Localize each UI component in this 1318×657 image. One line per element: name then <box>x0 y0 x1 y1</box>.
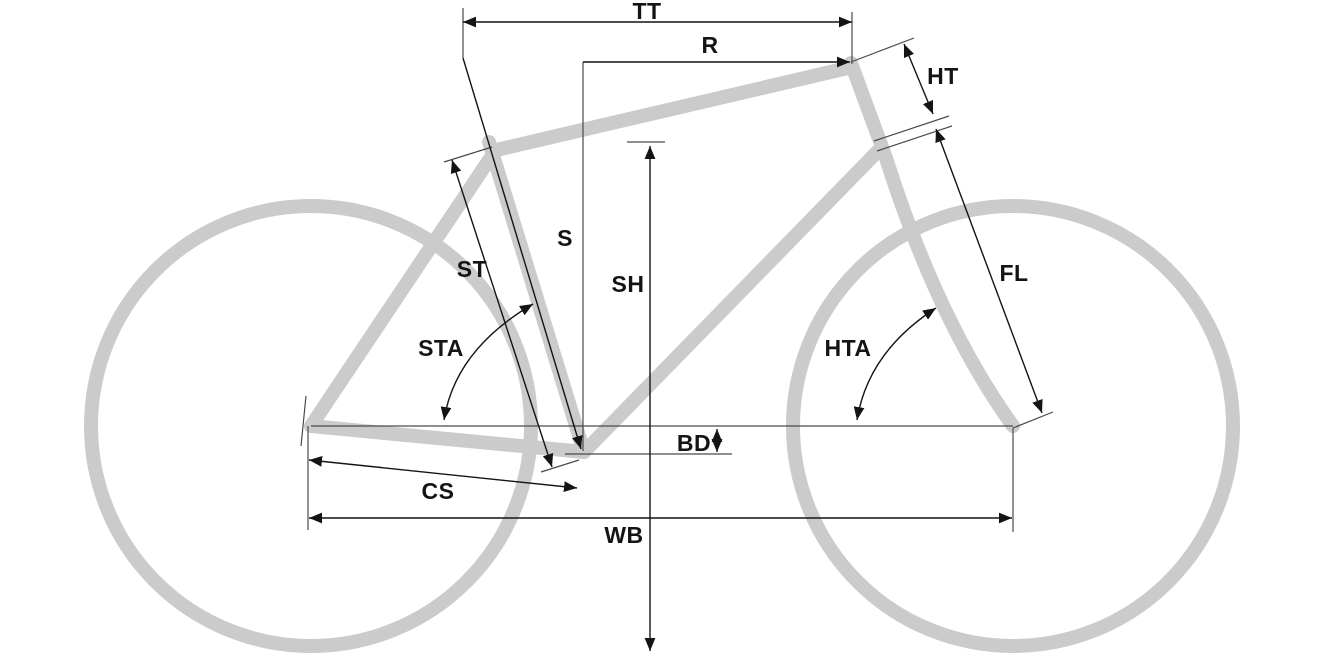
rear-dropout-tick <box>300 395 307 447</box>
seat-tube-label: ST <box>457 256 487 282</box>
fork-crown-tick-2 <box>876 125 953 152</box>
fork-length-dimension <box>935 128 1043 414</box>
fork-crown-tick-1 <box>873 115 950 142</box>
down-tube <box>577 144 885 459</box>
front-dropout-tick <box>1012 411 1054 429</box>
head-tube-angle-arc <box>853 307 937 421</box>
fork-blade <box>879 151 1020 433</box>
seat-tube-angle-label: STA <box>418 335 464 361</box>
dimension-labels: TT R HT S SH ST STA HTA FL BD CS WB <box>418 0 1028 548</box>
top-tube <box>485 60 859 158</box>
wheelbase-label: WB <box>604 522 643 548</box>
head-tube <box>844 56 893 165</box>
seat-tube-top-tick <box>443 146 493 163</box>
chainstay-dimension <box>308 455 578 493</box>
bike-silhouette <box>84 56 1240 653</box>
head-tube-angle-label: HTA <box>824 335 871 361</box>
chainstay-label: CS <box>422 478 455 504</box>
stack-label: S <box>557 225 573 251</box>
seat-tube-bottom-tick <box>540 459 580 473</box>
top-tube-label: TT <box>632 0 661 24</box>
dimension-lines <box>308 16 1043 651</box>
head-tube-label: HT <box>927 63 959 89</box>
bb-drop-label: BD <box>677 430 711 456</box>
standover-label: SH <box>612 271 645 297</box>
fork-length-label: FL <box>999 260 1028 286</box>
seat-tube-angle-arc <box>440 303 534 421</box>
head-top-tick <box>850 37 915 63</box>
reach-label: R <box>701 32 718 58</box>
head-tube-dimension <box>903 43 934 115</box>
